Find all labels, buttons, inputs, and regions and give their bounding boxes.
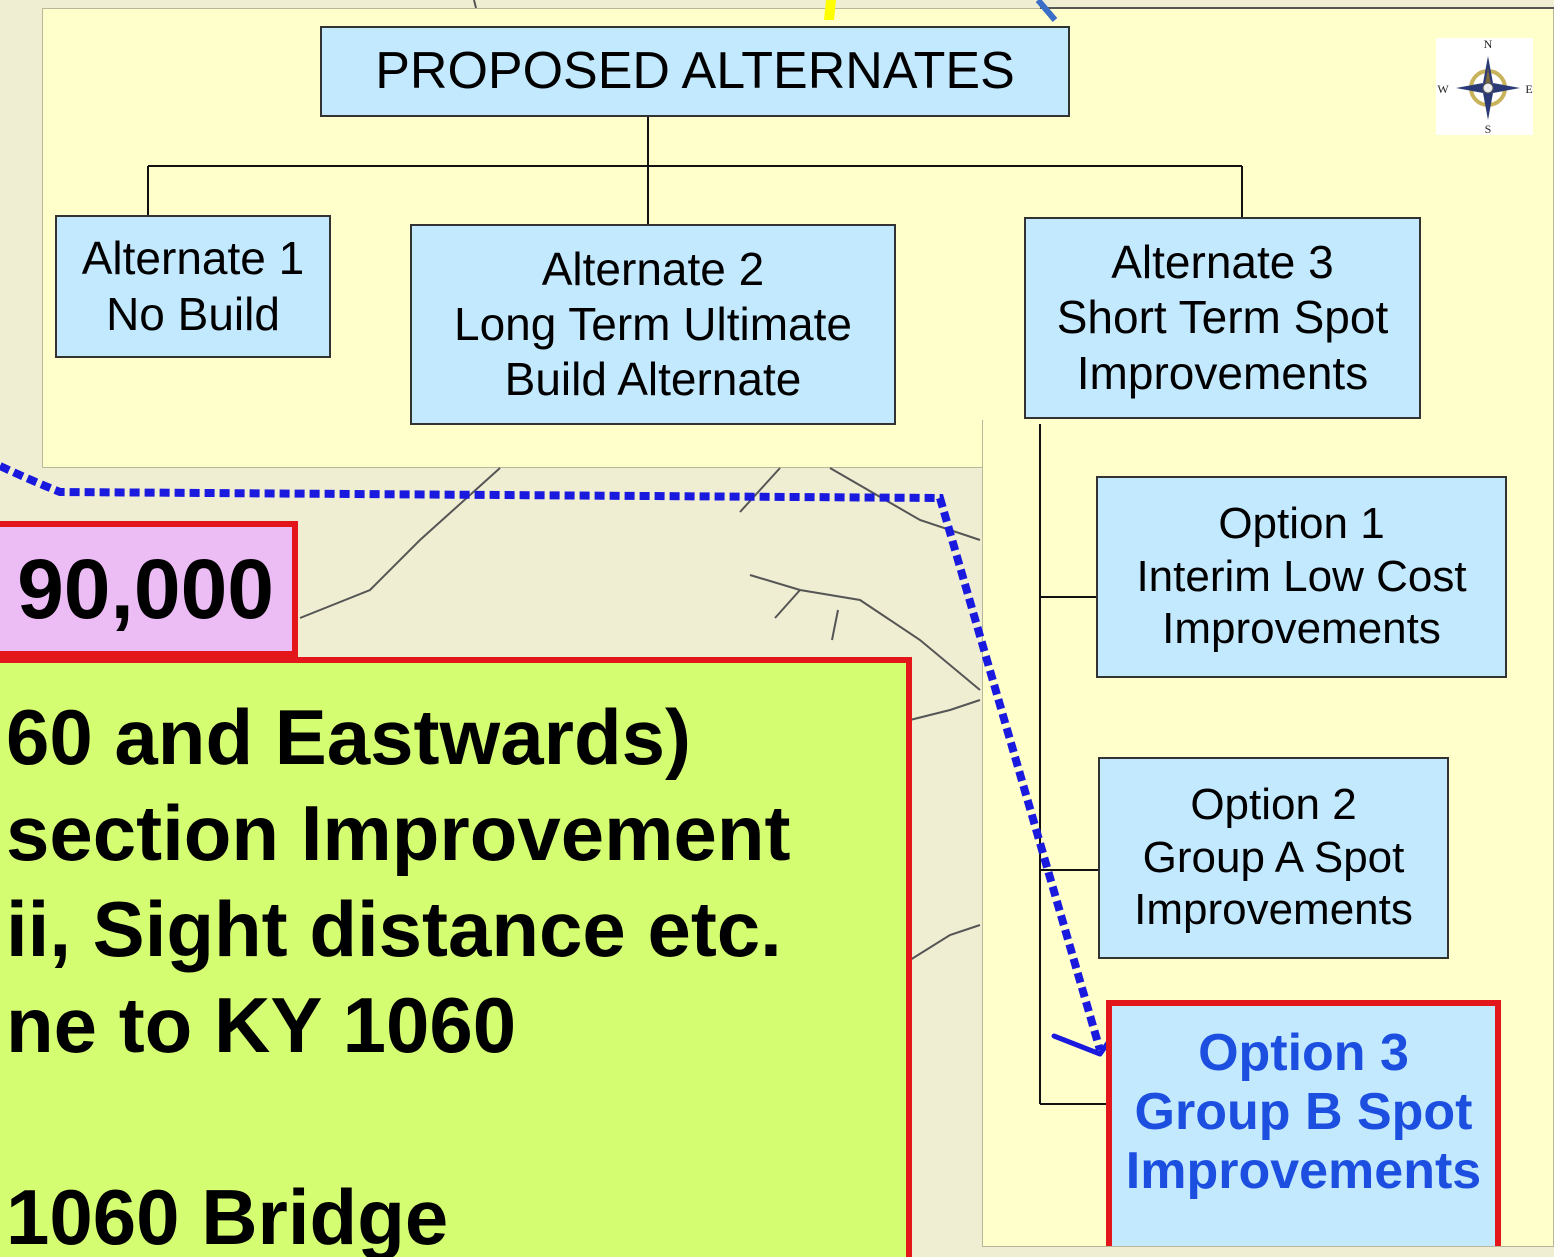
compass-w-label: W (1437, 82, 1449, 96)
alternate-1-line-2: No Build (106, 287, 280, 340)
alternate-1-box: Alternate 1 No Build (55, 215, 331, 358)
map-roads (299, 0, 1554, 961)
description-line-6: 1060 Bridge (6, 1173, 449, 1257)
compass-s-label: S (1485, 122, 1492, 135)
alternate-2-line-3: Build Alternate (504, 353, 802, 406)
blue-route-mark (1035, 0, 1058, 22)
title-box: PROPOSED ALTERNATES (320, 26, 1070, 117)
option-1-line-2: Interim Low Cost (1136, 551, 1467, 601)
cost-text: 90,000 (17, 541, 274, 636)
alternate-3-line-2: Short Term Spot (1056, 291, 1389, 344)
option-1-box: Option 1 Interim Low Cost Improvements (1096, 476, 1507, 678)
yellow-route-mark (824, 0, 836, 20)
option-3-box: Option 3 Group B Spot Improvements (1106, 1000, 1501, 1246)
option-3-line-2: Group B Spot (1134, 1082, 1473, 1141)
option-3-line-1: Option 3 (1198, 1024, 1409, 1082)
alternate-1-line-1: Alternate 1 (81, 232, 305, 285)
description-line-2: section Improvement (6, 789, 791, 877)
alternate-2-line-1: Alternate 2 (541, 242, 765, 295)
description-box: 60 and Eastwards) section Improvement ii… (0, 657, 912, 1257)
cost-box: 90,000 (0, 521, 298, 657)
option-2-line-2: Group A Spot (1142, 832, 1405, 882)
route-dashed-line (0, 462, 1104, 1052)
option-2-box: Option 2 Group A Spot Improvements (1098, 757, 1449, 959)
alternate-3-line-1: Alternate 3 (1111, 236, 1334, 289)
alternate-3-box: Alternate 3 Short Term Spot Improvements (1024, 217, 1421, 419)
compass-icon: N S W E (1436, 37, 1533, 136)
title-text: PROPOSED ALTERNATES (375, 42, 1015, 101)
alternate-3-line-3: Improvements (1076, 346, 1369, 399)
alternate-2-box: Alternate 2 Long Term Ultimate Build Alt… (410, 224, 896, 425)
compass-n-label: N (1484, 38, 1493, 51)
compass-e-label: E (1525, 82, 1532, 96)
description-line-5 (6, 1073, 906, 1169)
alternate-2-line-2: Long Term Ultimate (454, 297, 852, 350)
description-line-3: ii, Sight distance etc. (6, 885, 782, 973)
description-line-1: 60 and Eastwards) (6, 693, 691, 781)
option-2-line-1: Option 2 (1190, 779, 1357, 829)
tree-connectors (147, 114, 1243, 1105)
option-1-line-3: Improvements (1162, 604, 1441, 654)
option-1-line-1: Option 1 (1218, 498, 1385, 548)
option-2-line-3: Improvements (1134, 885, 1413, 935)
description-line-4: ne to KY 1060 (6, 981, 517, 1069)
option-3-line-3: Improvements (1125, 1141, 1482, 1200)
